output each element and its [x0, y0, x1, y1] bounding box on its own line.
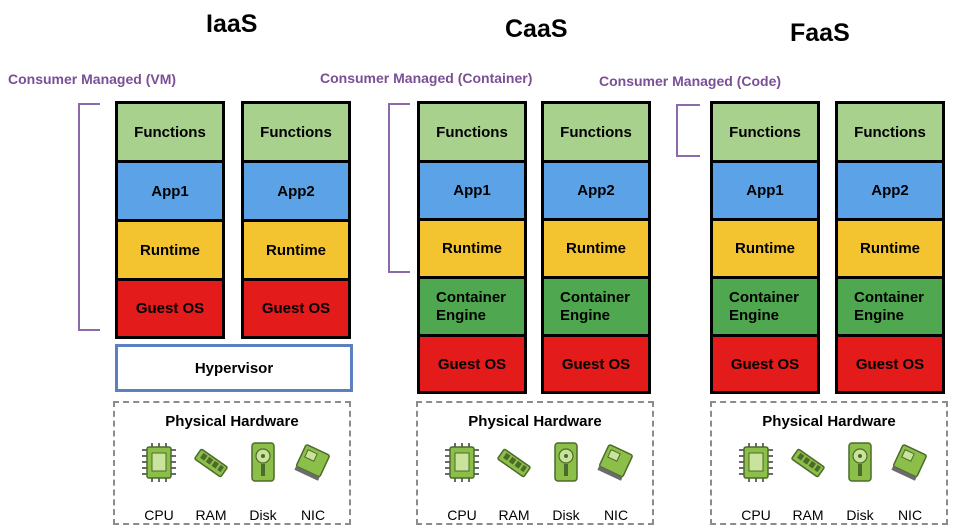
hw-item-cpu: CPU [131, 439, 187, 523]
caas-managed-label: Consumer Managed (Container) [320, 70, 533, 86]
cpu-icon [739, 443, 773, 482]
caas-managed-bracket [388, 103, 410, 273]
layer-app: App2 [244, 163, 348, 222]
faas-physical-hardware: Physical Hardware CPU RAM [710, 401, 948, 525]
hw-label-cpu: CPU [447, 507, 477, 523]
disk-icon [554, 442, 578, 482]
hypervisor-label: Hypervisor [194, 359, 274, 377]
hw-item-nic: NIC [588, 439, 644, 523]
layer-app: App1 [713, 163, 817, 221]
hw-label-disk: Disk [552, 507, 580, 523]
layer-functions: Functions [244, 104, 348, 163]
layer-container-engine: Container Engine [838, 279, 942, 337]
hw-item-nic: NIC [882, 439, 938, 523]
caas-physical-hardware: Physical Hardware CPU RAM [416, 401, 654, 525]
caas-stack-2: Functions App2 Runtime Container Engine … [541, 101, 651, 394]
caas-stack-1: Functions App1 Runtime Container Engine … [417, 101, 527, 394]
layer-functions: Functions [713, 104, 817, 163]
hw-item-ram: RAM [780, 439, 836, 523]
hardware-title: Physical Hardware [165, 413, 299, 430]
iaas-managed-label: Consumer Managed (VM) [8, 71, 177, 87]
hw-item-ram: RAM [486, 439, 542, 523]
hw-item-disk: Disk [832, 439, 888, 523]
hw-label-disk: Disk [249, 507, 277, 523]
hardware-title: Physical Hardware [762, 413, 896, 430]
layer-app: App1 [420, 163, 524, 221]
hw-label-ram: RAM [498, 507, 530, 523]
faas-managed-label: Consumer Managed (Code) [599, 73, 782, 89]
hw-label-disk: Disk [846, 507, 874, 523]
layer-functions: Functions [544, 104, 648, 163]
layer-runtime: Runtime [713, 221, 817, 279]
hw-item-nic: NIC [285, 439, 341, 523]
layer-runtime: Runtime [544, 221, 648, 279]
hw-label-cpu: CPU [144, 507, 174, 523]
cpu-icon [142, 443, 176, 482]
faas-title: FaaS [790, 19, 850, 47]
hw-label-nic: NIC [300, 507, 326, 523]
hw-item-cpu: CPU [728, 439, 784, 523]
layer-runtime: Runtime [420, 221, 524, 279]
hw-label-ram: RAM [195, 507, 227, 523]
hw-item-disk: Disk [235, 439, 291, 523]
ram-icon [497, 448, 531, 478]
layer-functions: Functions [838, 104, 942, 163]
layer-container-engine: Container Engine [713, 279, 817, 337]
iaas-physical-hardware: Physical Hardware CPU RAM [113, 401, 351, 525]
hw-label-cpu: CPU [741, 507, 771, 523]
iaas-stack-2: Functions App2 Runtime Guest OS [241, 101, 351, 339]
layer-guest-os: Guest OS [838, 337, 942, 391]
layer-guest-os: Guest OS [118, 281, 222, 336]
layer-guest-os: Guest OS [544, 337, 648, 391]
layer-container-engine: Container Engine [544, 279, 648, 337]
nic-icon [891, 444, 927, 481]
hw-item-disk: Disk [538, 439, 594, 523]
faas-stack-2: Functions App2 Runtime Container Engine … [835, 101, 945, 394]
cpu-icon [445, 443, 479, 482]
nic-icon [294, 444, 330, 481]
hw-label-nic: NIC [603, 507, 629, 523]
layer-guest-os: Guest OS [713, 337, 817, 391]
layer-app: App2 [544, 163, 648, 221]
layer-app: App1 [118, 163, 222, 222]
iaas-title: IaaS [206, 10, 258, 38]
layer-guest-os: Guest OS [244, 281, 348, 336]
nic-icon [597, 444, 633, 481]
iaas-managed-bracket [78, 103, 100, 331]
layer-guest-os: Guest OS [420, 337, 524, 391]
layer-container-engine: Container Engine [420, 279, 524, 337]
faas-stack-1: Functions App1 Runtime Container Engine … [710, 101, 820, 394]
hardware-title: Physical Hardware [468, 413, 602, 430]
hw-item-ram: RAM [183, 439, 239, 523]
layer-app: App2 [838, 163, 942, 221]
hypervisor-box: Hypervisor [115, 344, 353, 392]
hw-item-cpu: CPU [434, 439, 490, 523]
layer-functions: Functions [118, 104, 222, 163]
hw-label-nic: NIC [897, 507, 923, 523]
layer-functions: Functions [420, 104, 524, 163]
iaas-stack-1: Functions App1 Runtime Guest OS [115, 101, 225, 339]
layer-runtime: Runtime [244, 222, 348, 281]
layer-runtime: Runtime [118, 222, 222, 281]
disk-icon [848, 442, 872, 482]
layer-runtime: Runtime [838, 221, 942, 279]
disk-icon [251, 442, 275, 482]
caas-title: CaaS [505, 15, 568, 43]
ram-icon [791, 448, 825, 478]
hw-label-ram: RAM [792, 507, 824, 523]
faas-managed-bracket [676, 104, 700, 157]
ram-icon [194, 448, 228, 478]
